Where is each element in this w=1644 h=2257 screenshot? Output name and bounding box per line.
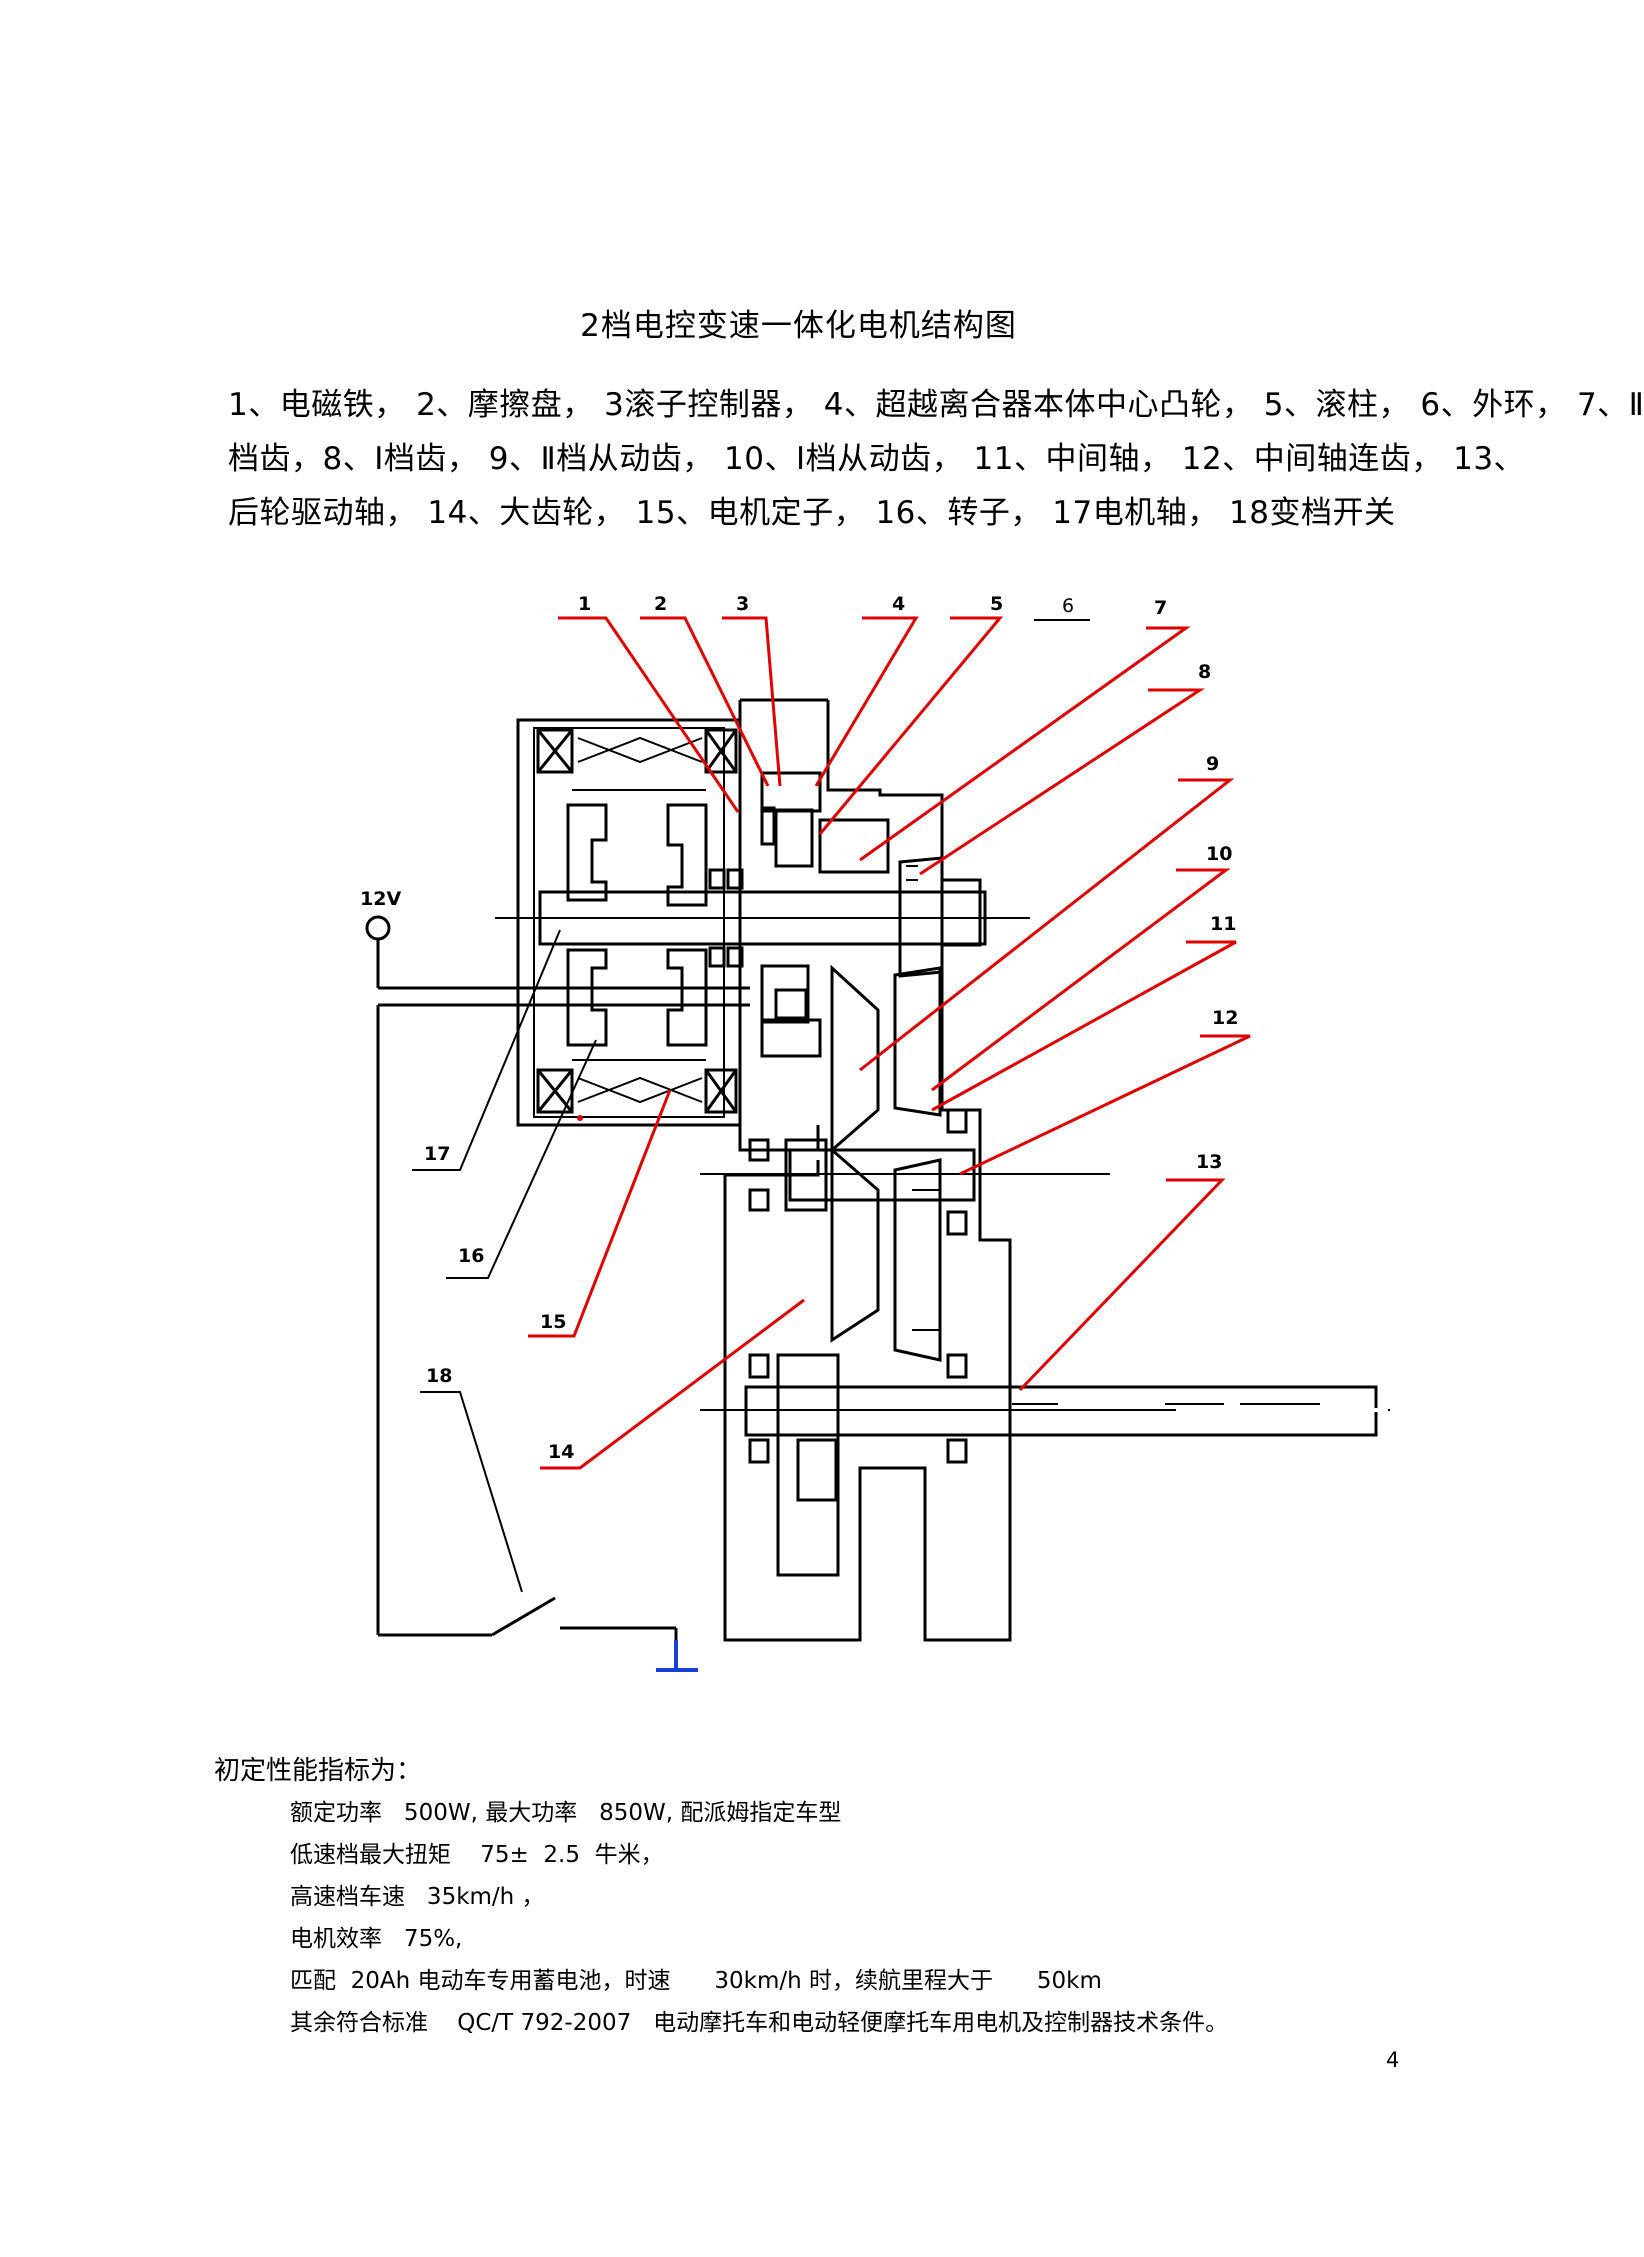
callout-16: 16 — [458, 1245, 484, 1267]
clutch-outer-top — [760, 771, 822, 813]
coil-box-top-right — [704, 728, 738, 774]
callout-15: 15 — [540, 1311, 566, 1333]
supply-label: 12V — [360, 888, 401, 910]
page-title: 2档电控变速一体化电机结构图 — [580, 308, 1017, 344]
perf-item: 低速档最大扭矩 75± 2.5 牛米， — [290, 1842, 664, 1868]
leader-lines — [528, 616, 1251, 1470]
callout-12: 12 — [1212, 1007, 1238, 1029]
callout-4: 4 — [892, 593, 905, 615]
callout-3: 3 — [736, 593, 749, 615]
coil-box-top-left — [536, 728, 574, 774]
callout-2: 2 — [654, 593, 667, 615]
coil-box-bottom-right — [704, 1068, 738, 1114]
callout-17: 17 — [424, 1143, 450, 1165]
callout-6: 6 — [1062, 595, 1074, 617]
ground-symbol — [656, 1640, 698, 1672]
legend-line-2: 档齿，8、Ⅰ档齿， 9、Ⅱ档从动齿， 10、Ⅰ档从动齿， 11、中间轴， 12、… — [228, 441, 1526, 477]
legend-line-1: 1、电磁铁， 2、摩擦盘， 3滚子控制器， 4、超越离合器本体中心凸轮， 5、滚… — [228, 387, 1644, 423]
motor-structure-diagram: 12V 1 2 3 4 5 6 7 8 9 10 11 12 — [360, 593, 1390, 1672]
callout-18: 18 — [426, 1365, 452, 1387]
performance-heading: 初定性能指标为： — [214, 1756, 423, 1786]
perf-item: 额定功率 500W, 最大功率 850W, 配派姆指定车型 — [290, 1800, 842, 1826]
callout-10: 10 — [1206, 843, 1232, 865]
callout-5: 5 — [990, 593, 1003, 615]
perf-item: 匹配 20Ah 电动车专用蓄电池，时速 30km/h 时，续航里程大于 50km — [290, 1968, 1102, 1994]
callout-8: 8 — [1198, 661, 1211, 683]
motor-housing — [516, 718, 742, 1127]
performance-list: 额定功率 500W, 最大功率 850W, 配派姆指定车型 低速档最大扭矩 75… — [290, 1792, 1228, 2044]
black-leader-lines — [412, 619, 1090, 1593]
perf-item: 高速档车速 35km/h ， — [290, 1884, 545, 1910]
callout-7: 7 — [1154, 597, 1167, 619]
callout-1: 1 — [578, 593, 591, 615]
callout-11: 11 — [1210, 913, 1236, 935]
callout-14: 14 — [548, 1441, 574, 1463]
gear-2-top — [898, 856, 944, 978]
large-gear — [776, 1353, 840, 1577]
callout-numbers: 1 2 3 4 5 6 7 8 9 10 11 12 13 14 15 16 1… — [424, 593, 1238, 1463]
legend-line-3: 后轮驱动轴， 14、大齿轮， 15、电机定子， 16、转子， 17电机轴， 18… — [228, 495, 1396, 531]
perf-item: 其余符合标准 QC/T 792-2007 电动摩托车和电动轻便摩托车用电机及控制… — [290, 2010, 1229, 2036]
perf-item: 电机效率 75%, — [290, 1926, 463, 1952]
callout-13: 13 — [1196, 1151, 1222, 1173]
parts-legend: 1、电磁铁， 2、摩擦盘， 3滚子控制器， 4、超越离合器本体中心凸轮， 5、滚… — [228, 378, 1644, 540]
callout-9: 9 — [1206, 753, 1219, 775]
supply-terminal — [365, 915, 391, 941]
page-number: 4 — [1386, 2048, 1400, 2072]
